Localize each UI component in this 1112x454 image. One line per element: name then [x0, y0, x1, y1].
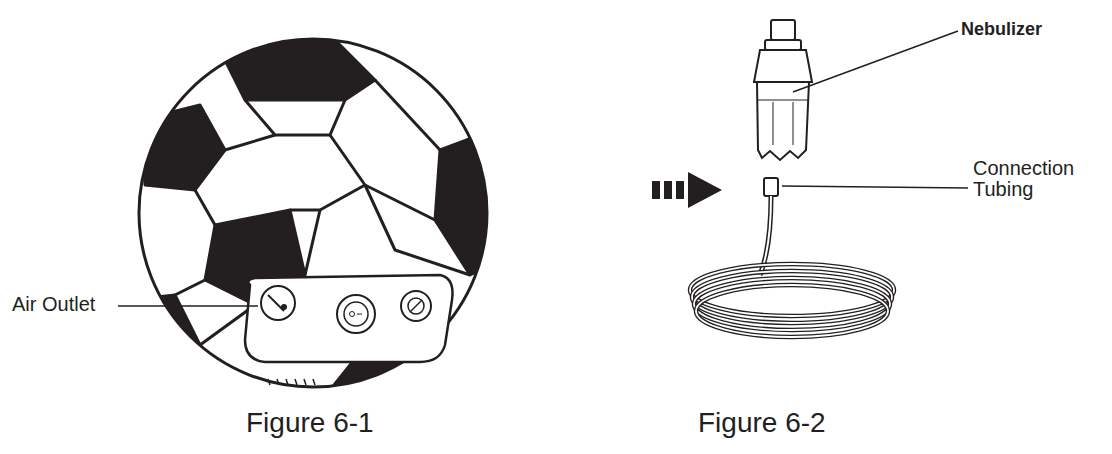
leader-line: [118, 305, 258, 307]
assembly-arrow: [652, 172, 722, 208]
leader-line: [782, 186, 968, 188]
nebulizer-cup: [754, 20, 812, 160]
part-label: Connection Tubing: [973, 158, 1098, 200]
part-label: Nebulizer: [961, 20, 1042, 39]
figure-caption: Figure 6-2: [698, 408, 826, 437]
leader-line: [793, 31, 958, 92]
connection-tubing: [690, 178, 894, 337]
figure-caption: Figure 6-1: [246, 408, 374, 437]
soccer-ball-compressor: [130, 35, 500, 420]
part-label: Air Outlet: [12, 294, 95, 315]
